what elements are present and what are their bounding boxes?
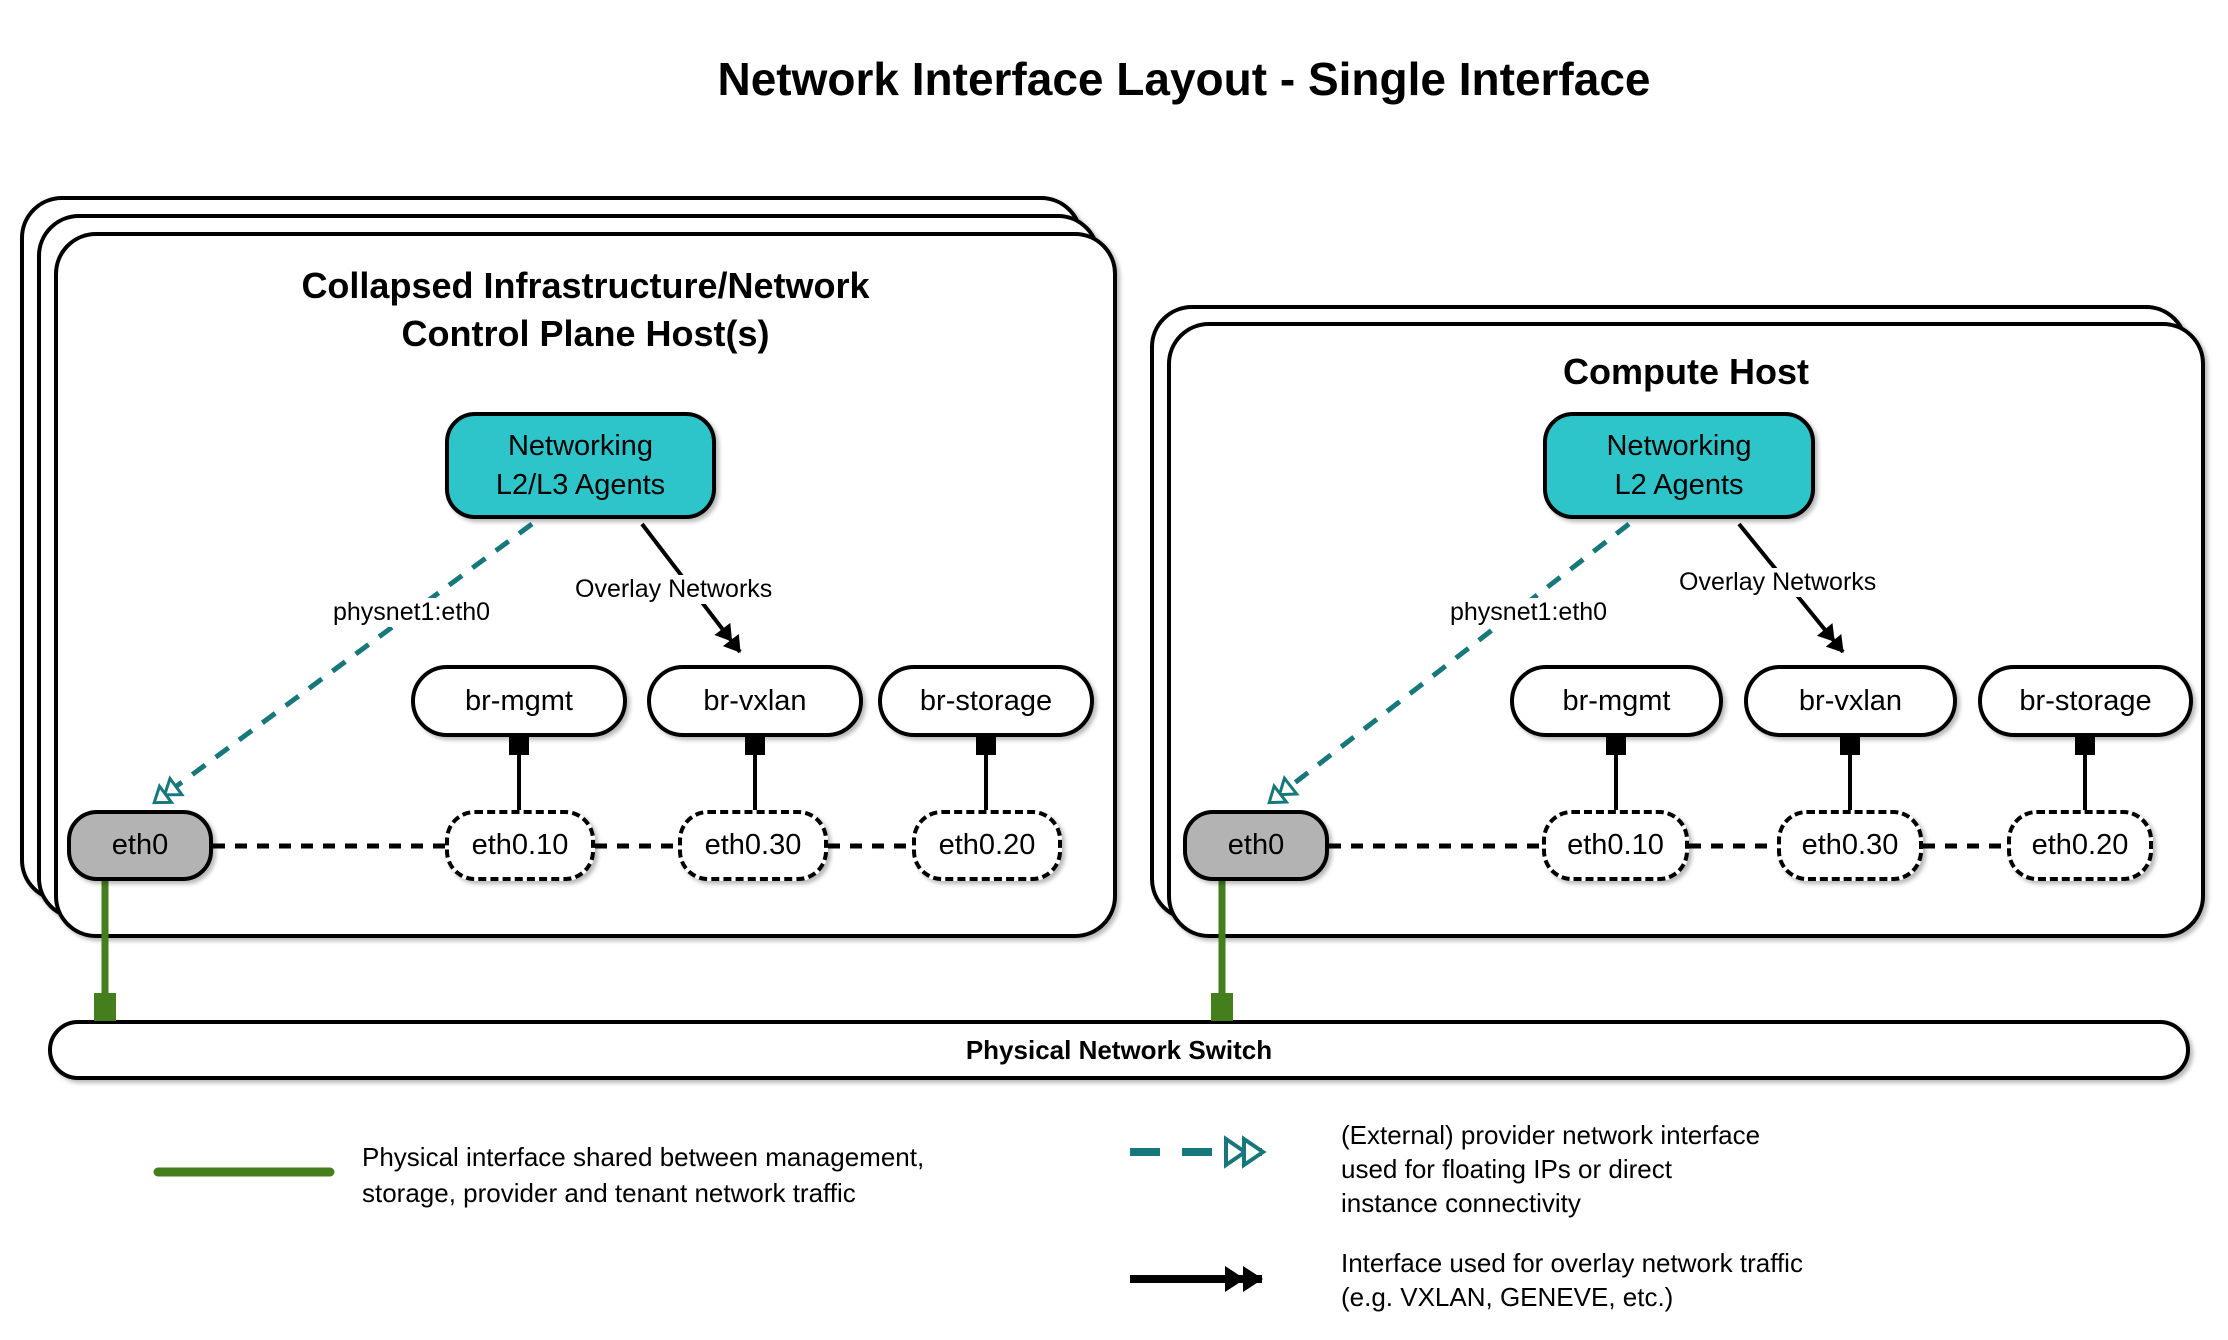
compute-host-title-line1: Compute Host [1563,351,1809,392]
control-overlay-edge-label: Overlay Networks [570,575,778,604]
control-plane-host-title-line1: Collapsed Infrastructure/Network [301,265,870,306]
compute-bridge-br-vxlan: br-vxlan [1744,665,1957,737]
control-eth0-node: eth0 [67,810,213,881]
legend-provider-text-line3: instance connectivity [1341,1188,1581,1218]
legend-physical-text-line2: storage, provider and tenant network tra… [362,1178,856,1208]
page-title: Network Interface Layout - Single Interf… [717,53,1651,105]
legend-overlay-text: Interface used for overlay network traff… [1341,1246,1803,1314]
legend-overlay-text-line1: Interface used for overlay network traff… [1341,1248,1803,1278]
control-plane-host-title: Collapsed Infrastructure/Network Control… [104,262,1067,358]
control-eth0-30-node: eth0.30 [678,810,828,881]
control-switch-port [94,993,116,1021]
compute-provider-network-arrow [1267,522,1631,805]
compute-agents-label-line2: L2 Agents [1614,468,1744,501]
physical-network-switch-label: Physical Network Switch [965,1034,1273,1065]
compute-overlay-edge-label: Overlay Networks [1674,568,1882,597]
control-bridge-br-vxlan: br-vxlan [647,665,863,737]
compute-eth0-30-node: eth0.30 [1777,810,1923,881]
compute-agents-label-line1: Networking [1606,429,1752,462]
compute-networking-agents-node: Networking L2 Agents [1543,412,1815,519]
control-eth0-10-node: eth0.10 [445,810,595,881]
compute-eth0-20-node: eth0.20 [2007,810,2153,881]
control-plane-host-title-line2: Control Plane Host(s) [401,313,770,354]
control-networking-agents-node: Networking L2/L3 Agents [445,412,716,519]
compute-provider-edge-label: physnet1:eth0 [1445,598,1613,627]
compute-host-title: Compute Host [1217,348,2155,396]
legend-provider-text-line1: (External) provider network interface [1341,1120,1761,1150]
control-bridge-br-mgmt: br-mgmt [411,665,627,737]
control-provider-network-arrow [152,521,534,805]
legend-physical-text-line1: Physical interface shared between manage… [362,1142,925,1172]
compute-eth0-node: eth0 [1183,810,1329,881]
compute-bridge-br-mgmt: br-mgmt [1510,665,1723,737]
legend-provider-text: (External) provider network interface us… [1341,1118,1760,1220]
compute-switch-port [1211,993,1233,1021]
control-agents-label-line2: L2/L3 Agents [495,468,666,501]
control-bridge-br-storage: br-storage [878,665,1094,737]
legend-overlay-text-line2: (e.g. VXLAN, GENEVE, etc.) [1341,1282,1674,1312]
legend-provider-text-line2: used for floating IPs or direct [1341,1154,1672,1184]
control-eth0-20-node: eth0.20 [912,810,1062,881]
legend-physical-text: Physical interface shared between manage… [362,1139,924,1211]
compute-bridge-br-storage: br-storage [1978,665,2193,737]
compute-eth0-10-node: eth0.10 [1542,810,1689,881]
control-provider-edge-label: physnet1:eth0 [328,598,496,627]
physical-network-switch: Physical Network Switch [48,1020,2190,1080]
control-agents-label-line1: Networking [507,429,654,462]
